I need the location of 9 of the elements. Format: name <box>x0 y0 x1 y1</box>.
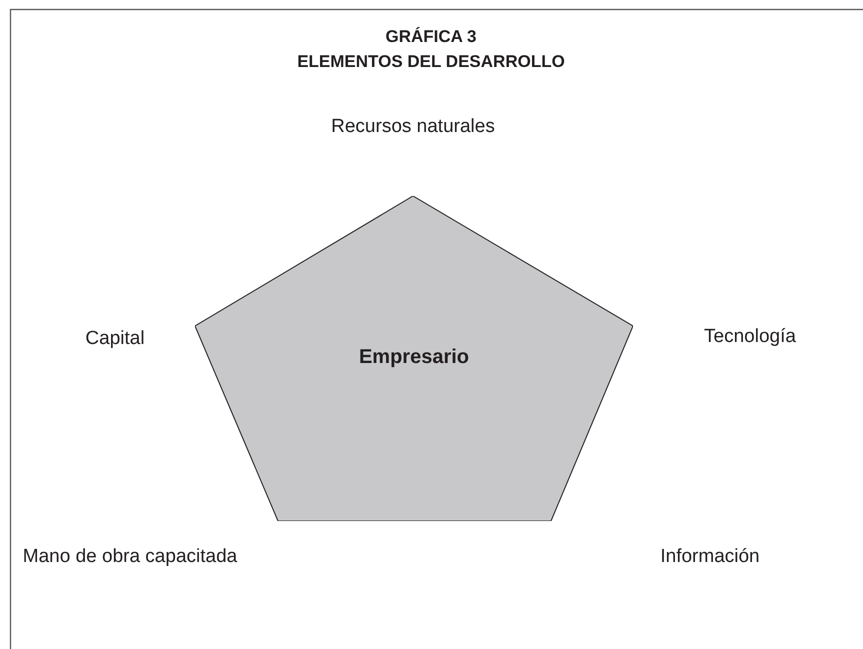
pentagon-shape <box>195 196 633 521</box>
element-label: Información <box>659 545 761 569</box>
element-label: Tecnología <box>703 325 797 349</box>
element-label: Capital <box>84 327 146 351</box>
element-label: Mano de obra capacitada <box>22 545 238 569</box>
node-label: Empresario <box>358 346 470 369</box>
subtitle: ELEMENTOS DEL DESARROLLO <box>296 52 566 72</box>
title: GRÁFICA 3 <box>384 27 478 47</box>
element-label: Recursos naturales <box>330 115 496 139</box>
